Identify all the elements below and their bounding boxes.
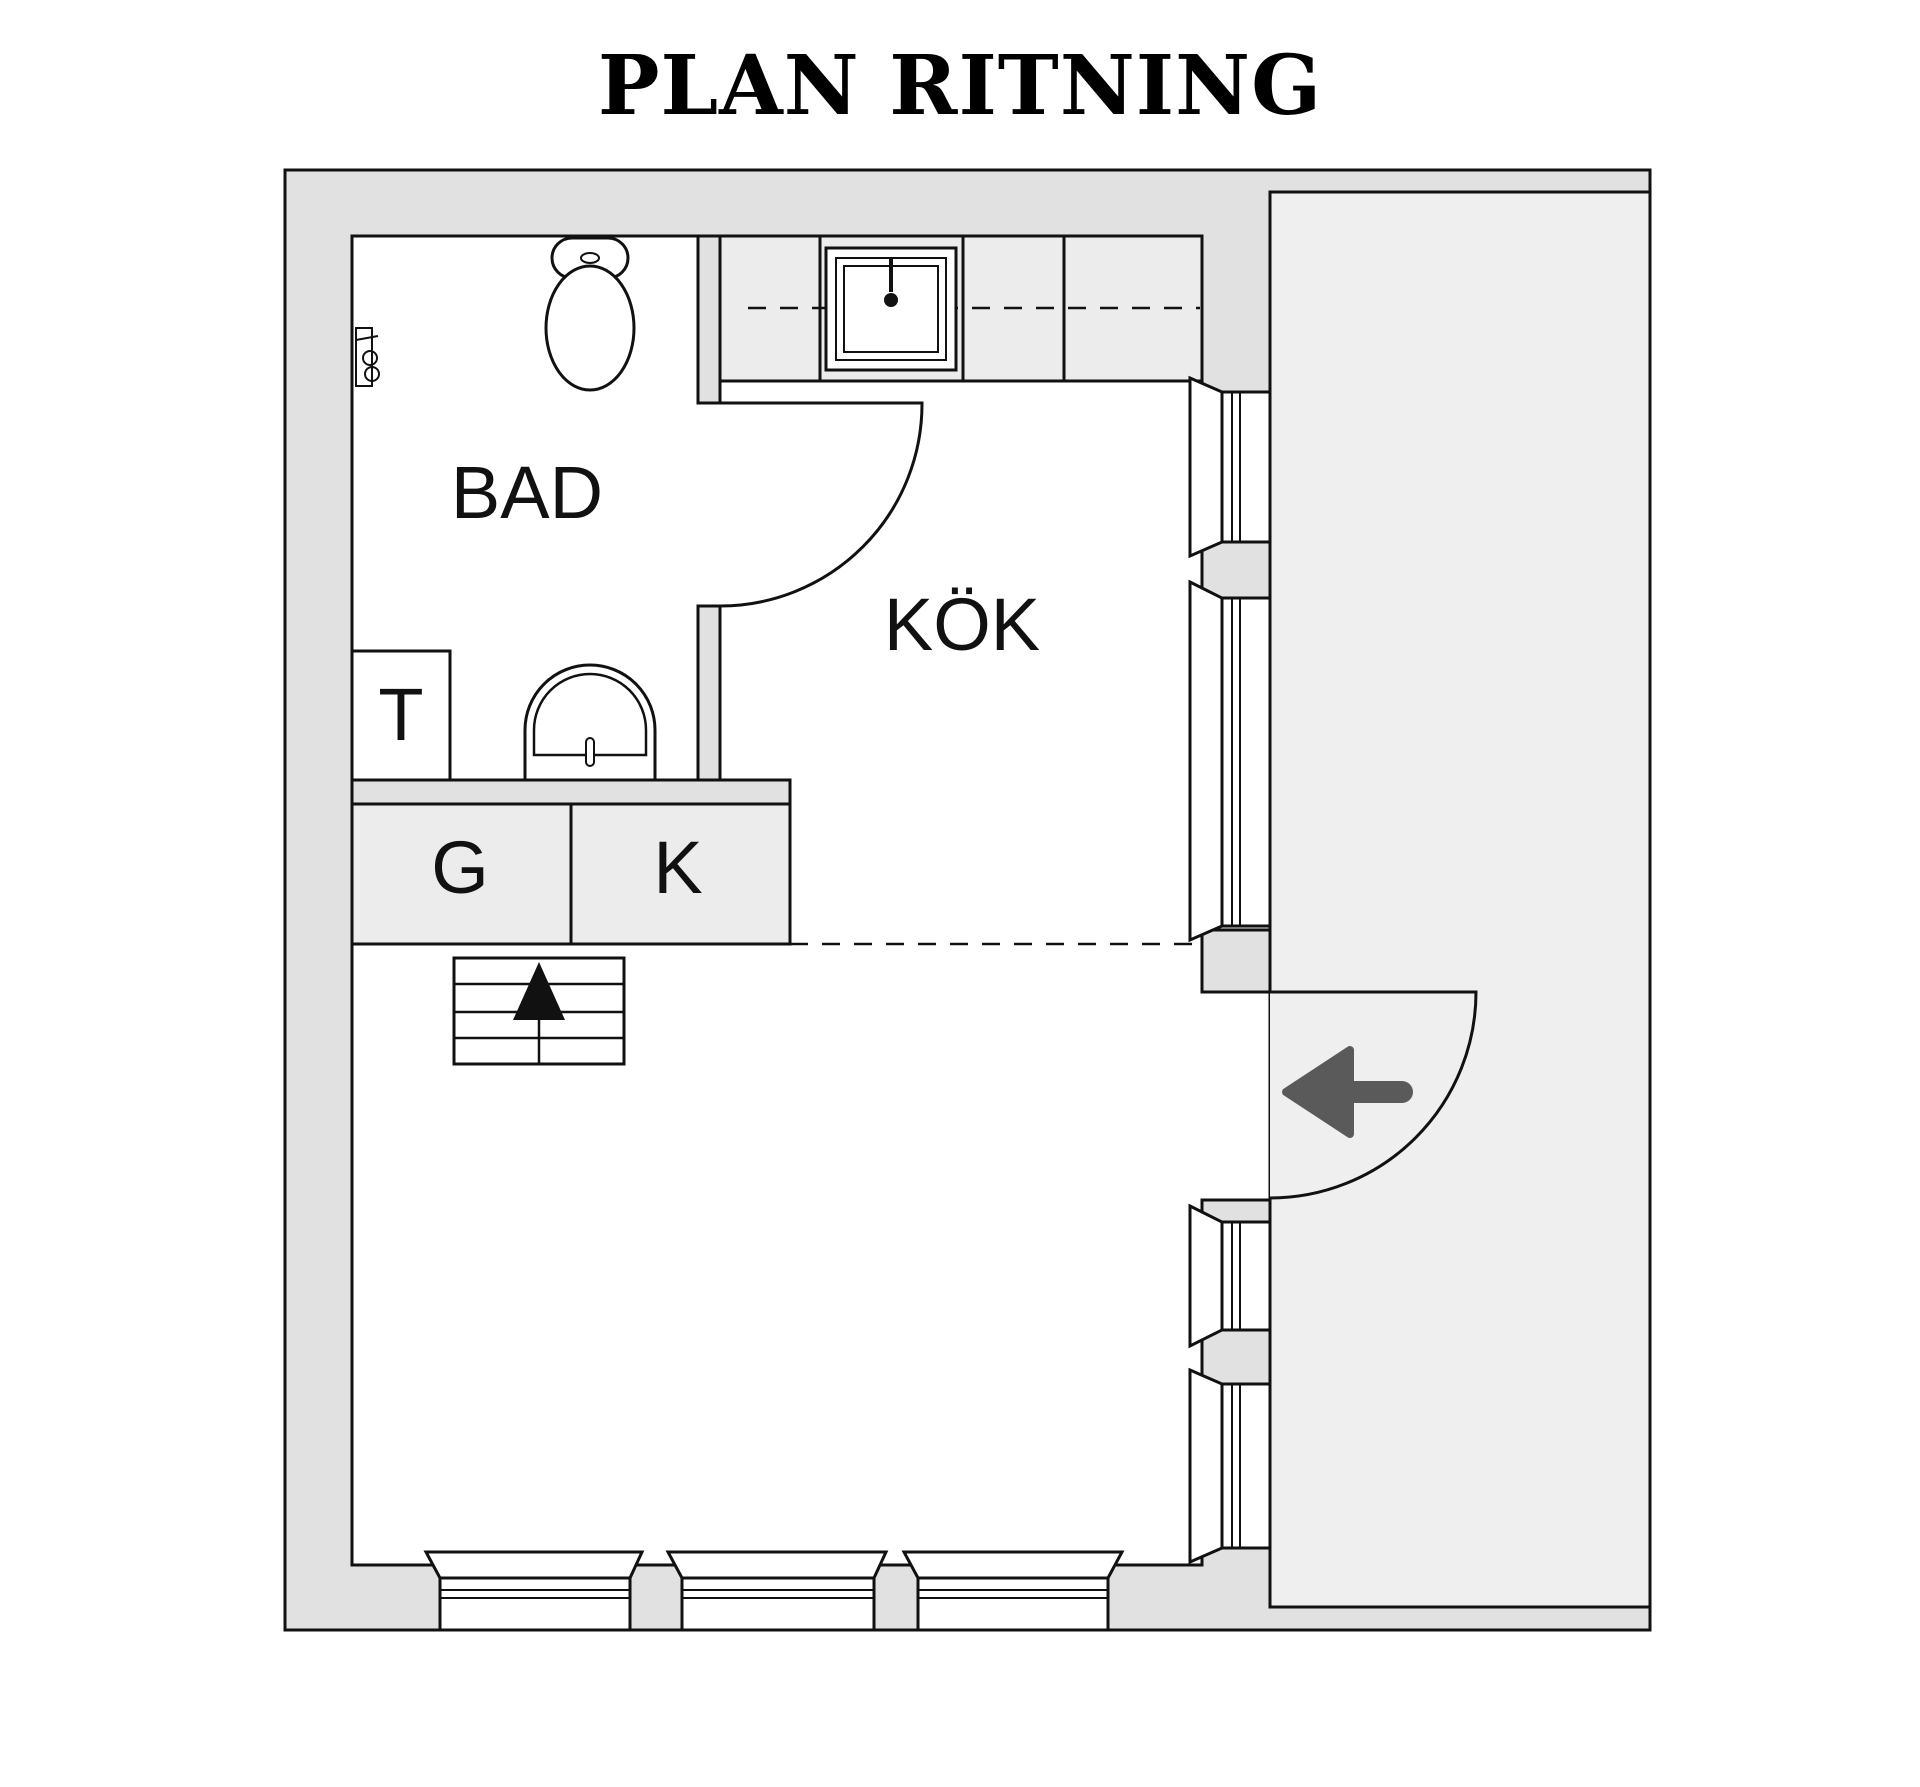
partition-wall-bottom xyxy=(350,778,792,806)
arrow-left-icon xyxy=(1282,1046,1413,1138)
arrow-up-icon xyxy=(513,962,565,1020)
wardrobe-t xyxy=(350,649,452,782)
bathroom-door-swing xyxy=(719,401,924,608)
balcony xyxy=(1268,190,1652,1609)
stairs xyxy=(452,956,626,1066)
washbasin-icon xyxy=(523,663,657,782)
window-east-3 xyxy=(1188,1203,1272,1349)
label-kitchen: KÖK xyxy=(884,583,1040,666)
window-south-2 xyxy=(665,1550,889,1632)
label-closet-g: G xyxy=(431,826,489,909)
partition-wall-lower xyxy=(696,604,722,782)
sink-icon xyxy=(824,246,958,372)
window-east-2 xyxy=(1188,579,1272,943)
window-south-3 xyxy=(901,1550,1125,1632)
closet-unit xyxy=(350,802,792,946)
toilet-icon xyxy=(544,236,636,392)
plan-title: PLAN RITNING xyxy=(597,38,1323,134)
kitchen-counter xyxy=(718,234,1204,383)
shower-icon xyxy=(355,327,380,387)
window-south-1 xyxy=(423,1550,645,1632)
window-east-4 xyxy=(1188,1367,1272,1565)
entry-wall-stub xyxy=(1200,928,1272,994)
partition-wall-upper xyxy=(696,234,722,405)
label-closet-k: K xyxy=(653,826,702,909)
label-bathroom: BAD xyxy=(451,451,603,534)
label-wardrobe-t: T xyxy=(378,673,423,756)
window-east-1 xyxy=(1188,375,1272,559)
